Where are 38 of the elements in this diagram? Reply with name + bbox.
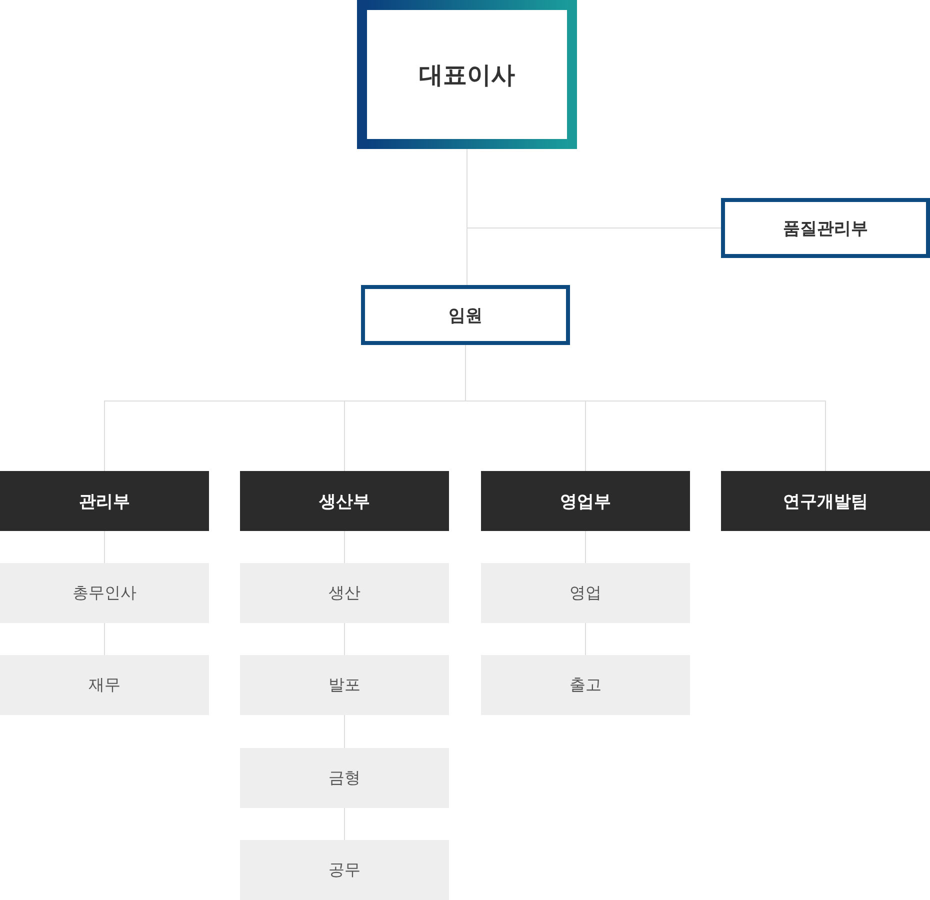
team-box <box>0 655 209 715</box>
ceo-box <box>357 0 577 149</box>
connector-line <box>585 530 586 564</box>
box-label: 영업부 <box>560 490 611 512</box>
box-label: 생산부 <box>319 490 370 512</box>
box-label: 출고 <box>570 674 602 696</box>
box-label: 공무 <box>328 860 360 880</box>
team-box <box>0 563 209 623</box>
department-box <box>721 198 930 258</box>
box-label: 연구개발팀 <box>783 490 868 512</box>
team-box <box>240 563 449 623</box>
department-box <box>361 285 570 345</box>
division-box <box>240 471 449 531</box>
connector-line <box>344 714 345 748</box>
connector-line <box>104 622 105 656</box>
connector-line <box>585 622 586 656</box>
team-box <box>481 563 690 623</box>
box-label: 금형 <box>328 768 360 788</box>
connector-line <box>344 622 345 656</box>
team-box <box>240 748 449 808</box>
division-box <box>0 471 209 531</box>
connector-line <box>344 530 345 564</box>
box-label: 총무인사 <box>72 582 136 604</box>
box-label: 발포 <box>328 674 360 696</box>
connector-line <box>104 530 105 564</box>
team-box <box>240 840 449 900</box>
box-label: 임원 <box>448 304 482 326</box>
division-box <box>481 471 690 531</box>
box-label: 대표이사 <box>419 60 515 90</box>
team-box <box>481 655 690 715</box>
connector-line <box>344 808 345 840</box>
box-label: 생산 <box>328 582 360 604</box>
box-label: 영업 <box>570 582 602 604</box>
box-label: 재무 <box>88 674 120 696</box>
box-label: 품질관리부 <box>783 218 868 240</box>
box-label: 관리부 <box>79 490 130 512</box>
division-box <box>721 471 930 531</box>
team-box <box>240 655 449 715</box>
